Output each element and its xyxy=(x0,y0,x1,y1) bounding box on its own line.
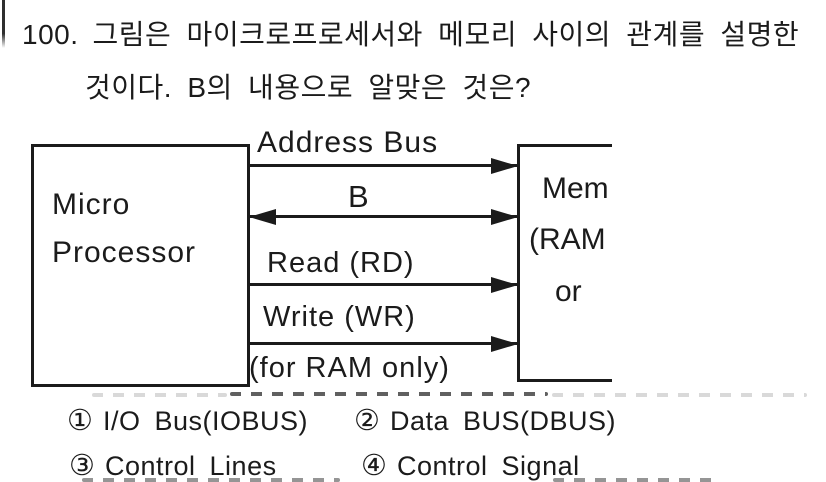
scan-artifact xyxy=(92,393,227,397)
microprocessor-label: Micro Processor xyxy=(52,181,196,277)
address-bus-label: Address Bus xyxy=(257,126,439,159)
arrow-right-icon xyxy=(491,209,518,225)
scan-artifact xyxy=(552,393,807,397)
scan-artifact xyxy=(82,478,340,482)
scan-artifact xyxy=(553,478,713,482)
page-column-border xyxy=(2,0,5,48)
memory-label-line3: or xyxy=(555,275,582,308)
question-text-line2: 것이다. B의 내용으로 알맞은 것은? xyxy=(85,72,532,103)
question-line1: 100. 그림은 마이크로프로세서와 메모리 사이의 관계를 설명한 xyxy=(22,13,799,53)
arrow-right-icon xyxy=(491,158,518,174)
memory-label-line1: Mem xyxy=(542,172,609,205)
ram-only-note: (for RAM only) xyxy=(249,352,450,384)
option-3-marker: ③ xyxy=(69,450,95,482)
option-3-label: Control Lines xyxy=(105,451,277,481)
bus-b-label: B xyxy=(348,179,370,214)
memory-label-line2: (RAM xyxy=(529,223,606,256)
answer-option-1[interactable]: ① I/O Bus(IOBUS) xyxy=(67,403,308,438)
option-4-label: Control Signal xyxy=(397,451,580,481)
microprocessor-label-line2: Processor xyxy=(52,236,197,269)
option-2-label: Data BUS(DBUS) xyxy=(390,406,617,436)
question-number: 100. xyxy=(22,19,79,50)
address-bus-line xyxy=(250,164,518,167)
option-4-marker: ④ xyxy=(361,450,387,482)
arrow-left-icon xyxy=(249,209,276,225)
data-bus-line xyxy=(250,215,518,218)
memory-box: Mem (RAM or xyxy=(517,144,612,382)
question-text-line1: 그림은 마이크로프로세서와 메모리 사이의 관계를 설명한 xyxy=(92,19,800,50)
option-1-label: I/O Bus(IOBUS) xyxy=(103,406,309,436)
write-line xyxy=(250,342,518,345)
arrow-right-icon xyxy=(491,336,518,352)
write-line-label: Write (WR) xyxy=(263,301,416,333)
read-line-label: Read (RD) xyxy=(267,247,415,279)
option-1-marker: ① xyxy=(67,405,93,437)
arrow-right-icon xyxy=(491,277,518,293)
microprocessor-box: Micro Processor xyxy=(31,144,250,387)
answer-option-3[interactable]: ③ Control Lines xyxy=(69,448,277,482)
option-2-marker: ② xyxy=(354,405,380,437)
scan-artifact xyxy=(230,392,548,396)
read-line xyxy=(250,283,518,286)
answer-option-2[interactable]: ② Data BUS(DBUS) xyxy=(354,403,616,438)
microprocessor-label-line1: Micro xyxy=(52,188,131,221)
memory-box-clipped: Mem (RAM or xyxy=(516,143,612,389)
answer-option-4[interactable]: ④ Control Signal xyxy=(361,448,580,482)
